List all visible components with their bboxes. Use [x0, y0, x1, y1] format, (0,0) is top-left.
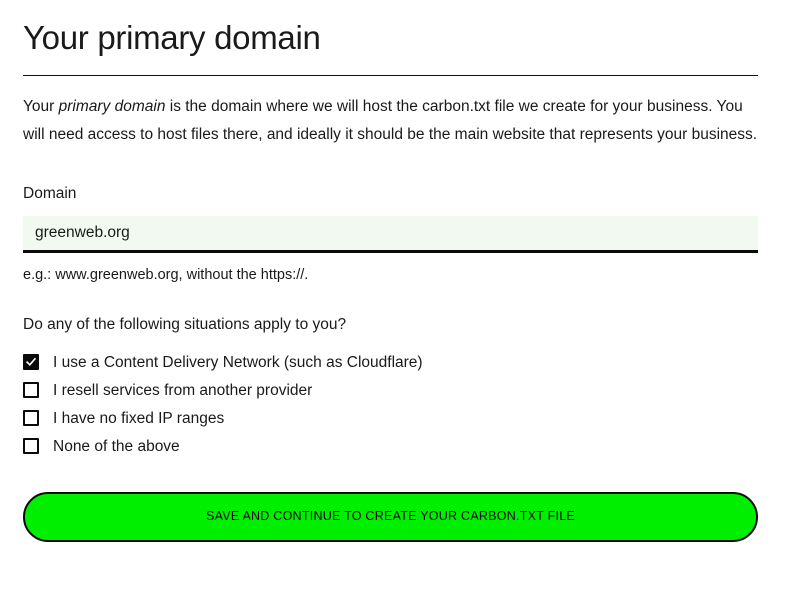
situations-question: Do any of the following situations apply… [23, 315, 347, 333]
domain-field-block: Domain e.g.: www.greenweb.org, without t… [23, 149, 758, 285]
intro-paragraph: Your primary domain is the domain where … [23, 76, 758, 149]
situations-checkbox-list: I use a Content Delivery Network (such a… [23, 335, 758, 457]
title-divider [23, 74, 758, 76]
checkbox-label: I use a Content Delivery Network (such a… [53, 353, 423, 371]
intro-emphasis: primary domain [58, 97, 166, 115]
checkbox-label: I have no fixed IP ranges [53, 409, 225, 427]
save-and-continue-button[interactable]: SAVE AND CONTINUE TO CREATE YOUR CARBON.… [23, 491, 758, 542]
checkbox-row[interactable]: I have no fixed IP ranges [23, 408, 758, 429]
checkbox-no-fixed-ip[interactable] [23, 410, 39, 427]
checkbox-cdn[interactable] [23, 354, 39, 371]
checkbox-reseller[interactable] [23, 382, 39, 399]
page-title: Your primary domain [23, 19, 321, 56]
domain-label: Domain [23, 184, 77, 202]
domain-help-text: e.g.: www.greenweb.org, without the http… [23, 266, 309, 283]
content-column: Your primary domain Your primary domain … [23, 0, 758, 542]
domain-input[interactable] [23, 215, 758, 253]
checkbox-row[interactable]: I use a Content Delivery Network (such a… [23, 352, 758, 373]
situations-block: Do any of the following situations apply… [23, 285, 758, 457]
intro-text-before: Your [23, 97, 59, 115]
intro-text-after: is the domain where we will host the car… [23, 97, 758, 143]
check-icon [26, 358, 36, 367]
submit-button-wrapper: SAVE AND CONTINUE TO CREATE YOUR CARBON.… [23, 464, 758, 542]
checkbox-none-of-the-above[interactable] [23, 438, 39, 455]
checkbox-label: I resell services from another provider [53, 381, 313, 399]
checkbox-label: None of the above [53, 437, 180, 455]
checkbox-row[interactable]: None of the above [23, 436, 758, 457]
checkbox-row[interactable]: I resell services from another provider [23, 380, 758, 401]
